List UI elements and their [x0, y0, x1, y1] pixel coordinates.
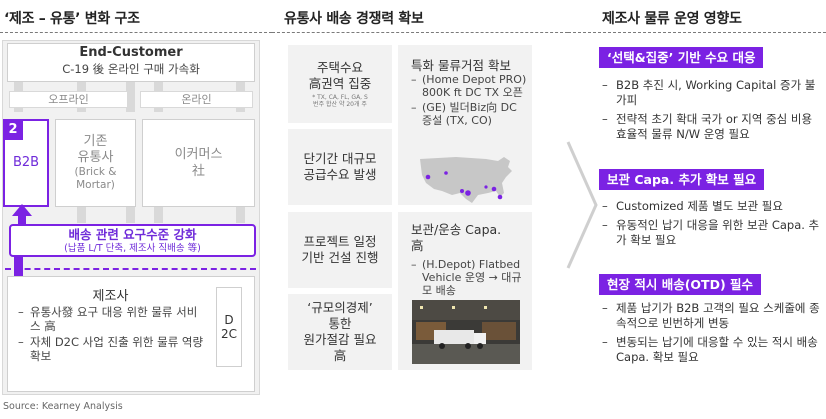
manufacturer-item: 유통사發 요구 대응 위한 물류 서비스 高: [30, 305, 198, 333]
storage-title: 보관/운송 Capa.: [411, 222, 502, 237]
section-header: 현장 적시 배송(OTD) 필수: [599, 274, 762, 295]
card-line: 단기간 대규모: [303, 151, 377, 166]
pillar: [236, 207, 245, 223]
card-line: 공급수요 발생: [303, 167, 377, 182]
demand-card: 주택수요 高권역 집중 * TX, CA, FL, GA, S 번주 합산 약 …: [288, 45, 392, 123]
d2c-line1: D: [224, 313, 234, 327]
b2b-box: 2 B2B: [3, 119, 49, 207]
d2c-box: D 2C: [216, 287, 242, 367]
section-item: 유동적인 납기 대응을 위한 보관 Capa. 추가 확보 필요: [616, 218, 820, 247]
purple-divider: [5, 268, 256, 270]
banner-subtitle: (납품 L/T 단축, 제조사 직배송 等): [64, 243, 201, 254]
manufacturer-title: 제조사: [92, 289, 129, 304]
section-item: 제품 납기가 B2B 고객의 필요 스케줄에 종속적으로 빈번하게 변동: [616, 301, 820, 330]
retail-line3: (Brick &: [74, 166, 117, 178]
pillar: [77, 207, 86, 223]
channel-online-label: 온라인: [140, 91, 253, 108]
card-line: 프로젝트 일정: [303, 234, 377, 249]
manufacturer-item: 자체 D2C 사업 진출 위한 물류 역량 확보: [30, 335, 204, 363]
end-customer-box: End-Customer C-19 後 온라인 구매 가속화: [7, 43, 255, 82]
hub-title: 특화 물류거점 확보: [411, 58, 511, 73]
storage-item: (H.Depot) Flatbed Vehicle 운영 → 대규모 배송: [422, 258, 522, 297]
purple-pillar: [14, 257, 23, 277]
scale-card: ‘규모의경제’ 통한 원가절감 필요 高: [288, 294, 392, 370]
storage-items: –(H.Depot) Flatbed Vehicle 운영 → 대규모 배송: [411, 258, 529, 297]
hub-item: (GE) 빌더Biz向 DC 증설 (TX, CO): [422, 101, 517, 127]
channel-offline-label: 오프라인: [9, 91, 128, 108]
section-item: B2B 추진 시, Working Capital 증가 불가피: [616, 78, 816, 107]
section-items: –제품 납기가 B2B 고객의 필요 스케줄에 종속적으로 빈번하게 변동 –변…: [602, 301, 824, 369]
truck-warehouse-photo: [412, 300, 520, 364]
section-header: 보관 Capa. 추가 확보 필요: [599, 169, 765, 190]
pillar: [126, 82, 135, 112]
end-customer-subtitle: C-19 後 온라인 구매 가속화: [62, 62, 200, 76]
retail-box: 기존 유통사 (Brick & Mortar): [55, 119, 136, 207]
section-item: 변동되는 납기에 대응할 수 있는 적시 배송 Capa. 확보 필요: [616, 335, 818, 364]
card-line: 기반 건설 진행: [301, 250, 379, 265]
retail-line4: Mortar): [76, 179, 115, 191]
section-item: Customized 제품 별도 보관 필요: [616, 199, 783, 213]
card-line: 주택수요: [316, 60, 363, 75]
ecommerce-line2: 社: [191, 164, 205, 179]
right-title-divider: [568, 32, 826, 33]
section-header: ‘선택&집중’ 기반 수요 대응: [599, 47, 764, 68]
middle-title: 유통사 배송 경쟁력 확보: [284, 11, 424, 27]
chevron-right-icon: [566, 141, 598, 269]
project-card: 프로젝트 일정 기반 건설 진행: [288, 212, 392, 288]
retail-line2: 유통사: [77, 150, 114, 165]
right-title: 제조사 물류 운영 영향도: [602, 11, 742, 27]
card-note: 번주 합산 약 20개 주: [313, 101, 367, 108]
left-title: ‘제조 – 유통’ 변화 구조: [4, 11, 140, 27]
storage-transport-card: 보관/운송 Capa. 高 –(H.Depot) Flatbed Vehicle…: [398, 212, 532, 370]
d2c-line2: 2C: [220, 327, 237, 341]
ecommerce-box: 이커머스 社: [142, 119, 255, 207]
supply-card: 단기간 대규모 공급수요 발생: [288, 129, 392, 205]
banner-title: 배송 관련 요구수준 강화: [68, 227, 197, 242]
middle-title-divider: [272, 32, 568, 33]
card-line: 高: [333, 348, 347, 363]
logistics-hub-card: 특화 물류거점 확보 –(Home Depot PRO) 800K ft DC …: [398, 45, 532, 205]
b2b-badge: 2: [3, 119, 23, 140]
retail-line1: 기존: [83, 134, 108, 149]
left-title-divider: [0, 32, 272, 33]
card-line: 원가절감 필요: [303, 332, 377, 347]
hub-items: –(Home Depot PRO) 800K ft DC TX 오픈 –(GE)…: [411, 73, 529, 127]
card-note: * TX, CA, FL, GA, S: [312, 94, 368, 101]
pillar: [154, 207, 163, 223]
ecommerce-line1: 이커머스: [174, 147, 223, 162]
manufacturer-items: –유통사發 요구 대응 위한 물류 서비스 高 –자체 D2C 사업 진출 위한…: [18, 305, 206, 363]
pillar: [126, 207, 135, 223]
card-line: 통한: [328, 316, 352, 331]
end-customer-title: End-Customer: [79, 45, 183, 60]
source-note: Source: Kearney Analysis: [3, 401, 123, 412]
manufacturer-box: 제조사 –유통사發 요구 대응 위한 물류 서비스 高 –자체 D2C 사업 진…: [7, 276, 255, 392]
arrow-up-icon: [12, 204, 32, 230]
card-line: ‘규모의경제’: [307, 300, 373, 315]
requirement-banner: 배송 관련 요구수준 강화 (납품 L/T 단축, 제조사 직배송 等): [9, 224, 256, 257]
b2b-label: B2B: [12, 155, 40, 170]
hub-item: (Home Depot PRO) 800K ft DC TX 오픈: [422, 73, 527, 99]
section-items: –Customized 제품 별도 보관 필요 –유동적인 납기 대응을 위한 …: [602, 199, 824, 252]
section-items: –B2B 추진 시, Working Capital 증가 불가피 –전략적 초…: [602, 78, 824, 146]
section-item: 전략적 초기 확대 국가 or 지역 중심 비용 효율적 물류 N/W 운영 필…: [616, 112, 813, 141]
us-map-icon: [420, 157, 512, 203]
card-line: 高권역 집중: [308, 76, 372, 91]
storage-title-2: 高: [411, 238, 424, 253]
